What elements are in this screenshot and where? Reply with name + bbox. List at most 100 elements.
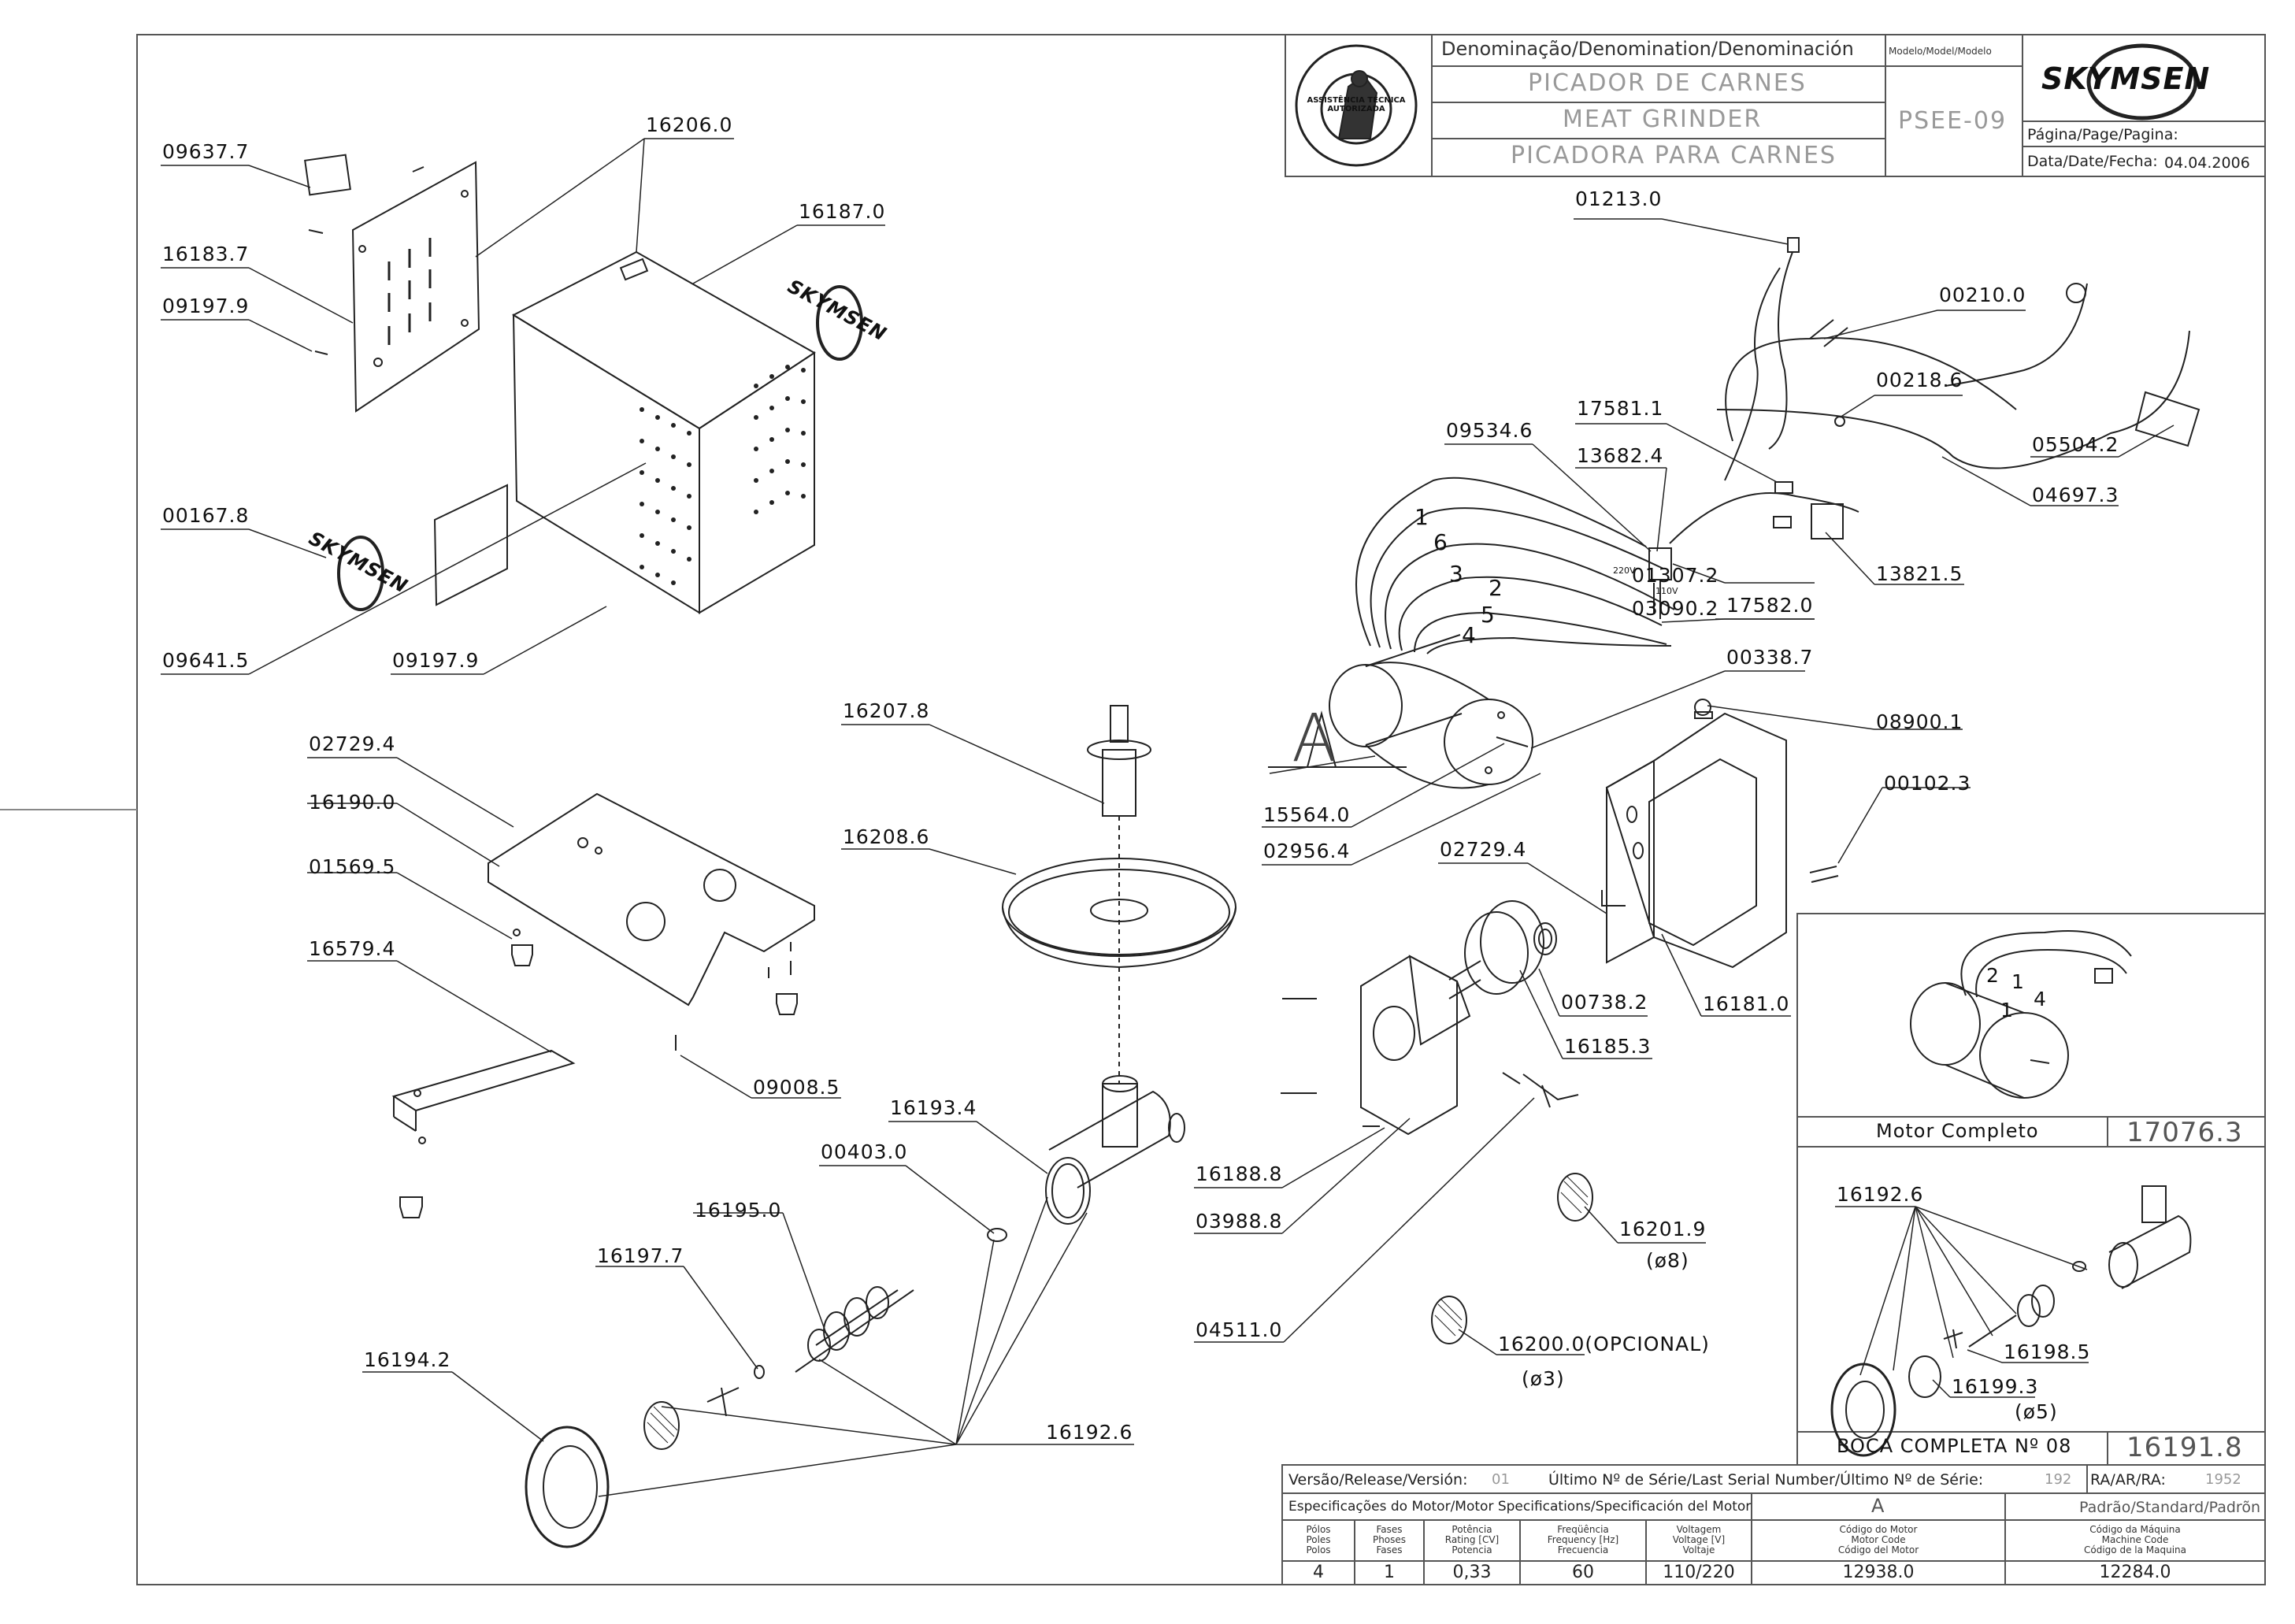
wire-number-2: 2 bbox=[1489, 575, 1503, 601]
part-label: 17581.1 bbox=[1577, 397, 1664, 420]
part-label: 02729.4 bbox=[1440, 838, 1527, 861]
part-label: 16185.3 bbox=[1564, 1035, 1652, 1058]
pusher-and-tray bbox=[1002, 705, 1236, 1084]
wire-number-3: 3 bbox=[1449, 561, 1464, 587]
denomination-header: Denominação/Denomination/Denominación bbox=[1441, 38, 1854, 60]
date-label: Data/Date/Fecha: bbox=[2027, 153, 2158, 170]
spec-table-frame bbox=[1281, 1464, 2266, 1585]
part-label: 05504.2 bbox=[2032, 433, 2119, 456]
col-voltage: Voltagem Voltage [V] Voltaje bbox=[1672, 1524, 1726, 1555]
col-motor-code: Código do Motor Motor Code Código del Mo… bbox=[1837, 1524, 1919, 1555]
product-name-pt: PICADOR DE CARNES bbox=[1528, 69, 1807, 97]
motor-spec-header: Especificações do Motor/Motor Specificat… bbox=[1288, 1499, 1752, 1515]
inset-mouth-label-16198-5: 16198.5 bbox=[2004, 1340, 2091, 1363]
part-label: 16188.8 bbox=[1196, 1162, 1283, 1185]
drawing-date: 04.04.2006 bbox=[2164, 154, 2250, 172]
inset-motor-wire-1a: 1 bbox=[2011, 970, 2025, 993]
motor-col-a: A bbox=[1871, 1495, 1885, 1517]
part-label: 09197.9 bbox=[162, 295, 250, 317]
feed-screw bbox=[706, 1286, 914, 1417]
val-poles: 4 bbox=[1313, 1563, 1324, 1582]
part-label: 00102.3 bbox=[1884, 772, 1971, 795]
version-value: 01 bbox=[1492, 1471, 1510, 1488]
part-label: 00167.8 bbox=[162, 504, 250, 527]
part-label: 04511.0 bbox=[1196, 1318, 1283, 1341]
col-rating: Potência Rating [CV] Potencia bbox=[1444, 1524, 1500, 1555]
product-name-es: PICADORA PARA CARNES bbox=[1511, 142, 1837, 169]
back-plate bbox=[304, 154, 480, 413]
sheet-border bbox=[0, 34, 2266, 1585]
part-label: 00738.2 bbox=[1561, 991, 1648, 1014]
part-label: 16187.0 bbox=[799, 200, 886, 223]
part-label: 15564.0 bbox=[1263, 803, 1351, 826]
ra-label: RA/AR/RA: bbox=[2090, 1471, 2166, 1489]
inset-mouth-drawing bbox=[1830, 1185, 2192, 1457]
inset-frames bbox=[1796, 913, 2266, 1466]
val-motor-code: 12938.0 bbox=[1842, 1563, 1915, 1582]
val-rating: 0,33 bbox=[1452, 1563, 1492, 1582]
part-label: 16181.0 bbox=[1703, 992, 1790, 1015]
part-label: 03988.8 bbox=[1196, 1210, 1283, 1233]
page-label: Página/Page/Pagina: bbox=[2027, 126, 2178, 143]
col-frequency: Freqüência Frequency [Hz] Frecuencia bbox=[1547, 1524, 1619, 1555]
col-phases: Fases Phoses Fases bbox=[1372, 1524, 1407, 1555]
part-label: 09008.5 bbox=[753, 1076, 840, 1099]
seal-caption: ASSISTÊNCIA TÉCNICA AUTORIZADA bbox=[1307, 96, 1406, 113]
worm-gear bbox=[1448, 900, 1557, 999]
wire-number-6: 6 bbox=[1433, 529, 1448, 555]
part-label: 16207.8 bbox=[843, 699, 930, 722]
inset-mouth-label-o5: (ø5) bbox=[2015, 1400, 2058, 1423]
switch-harness bbox=[1648, 237, 2200, 619]
part-label: 17582.0 bbox=[1726, 594, 1814, 617]
brand-wordmark: SKYMSEN bbox=[2041, 61, 2211, 96]
part-label: 08900.1 bbox=[1876, 710, 1963, 733]
col-machine-code: Código da Máquina Machine Code Código de… bbox=[2084, 1524, 2186, 1555]
version-label: Versão/Release/Versión: bbox=[1288, 1471, 1468, 1489]
part-label: (ø8) bbox=[1646, 1249, 1689, 1272]
part-label: 09637.7 bbox=[162, 140, 250, 163]
skymsen-logo bbox=[2086, 43, 2198, 121]
part-label: 00218.6 bbox=[1876, 369, 1963, 391]
inset-mouth-caption: BOCA COMPLETA Nº 08 bbox=[1837, 1435, 2072, 1457]
val-frequency: 60 bbox=[1572, 1563, 1594, 1582]
section-label-a: A bbox=[1292, 699, 1338, 777]
authorized-service-seal bbox=[1295, 44, 1418, 167]
part-label: 16206.0 bbox=[646, 113, 733, 136]
part-label: 16194.2 bbox=[364, 1348, 451, 1371]
motor bbox=[1329, 634, 1533, 789]
part-label: 01569.5 bbox=[309, 855, 396, 878]
part-label: 16197.7 bbox=[597, 1244, 684, 1267]
part-label: 03090.2 bbox=[1632, 597, 1719, 620]
col-poles: Pólos Poles Polos bbox=[1306, 1524, 1331, 1555]
part-label: 00210.0 bbox=[1939, 284, 2026, 306]
part-label: 04697.3 bbox=[2032, 484, 2119, 506]
wire-number-5: 5 bbox=[1481, 602, 1496, 628]
part-label: 13821.5 bbox=[1876, 562, 1963, 585]
base-plate bbox=[488, 792, 815, 1051]
motor-leads bbox=[1355, 476, 1675, 654]
grinder-body bbox=[987, 1075, 1185, 1242]
inset-mouth-code: 16191.8 bbox=[2126, 1432, 2243, 1463]
part-label: 00338.7 bbox=[1726, 646, 1814, 669]
wire-number-1: 1 bbox=[1414, 504, 1429, 530]
part-label: 09641.5 bbox=[162, 649, 250, 672]
switch-label-220v: 220V bbox=[1613, 565, 1636, 576]
wire-number-4: 4 bbox=[1462, 622, 1477, 648]
switch-label-110v: 110V bbox=[1655, 586, 1678, 596]
part-label: 09534.6 bbox=[1446, 419, 1533, 442]
ra-value: 1952 bbox=[2205, 1471, 2241, 1488]
inset-motor-caption: Motor Completo bbox=[1876, 1120, 2039, 1142]
inset-motor-wire-2: 2 bbox=[1986, 964, 2000, 987]
inset-motor-wire-4: 4 bbox=[2034, 988, 2047, 1010]
serial-label: Último Nº de Série/Last Serial Number/Úl… bbox=[1548, 1471, 1984, 1489]
serial-value: 192 bbox=[2045, 1471, 2072, 1488]
part-label: 16183.7 bbox=[162, 243, 250, 265]
val-machine-code: 12284.0 bbox=[2099, 1563, 2171, 1582]
inset-motor-drawing bbox=[1910, 930, 2132, 1099]
cutting-plate-and-ring bbox=[525, 1401, 680, 1548]
part-label: 16193.4 bbox=[890, 1096, 977, 1119]
product-name-en: MEAT GRINDER bbox=[1563, 106, 1763, 133]
part-label: 16192.6 bbox=[1046, 1421, 1133, 1444]
